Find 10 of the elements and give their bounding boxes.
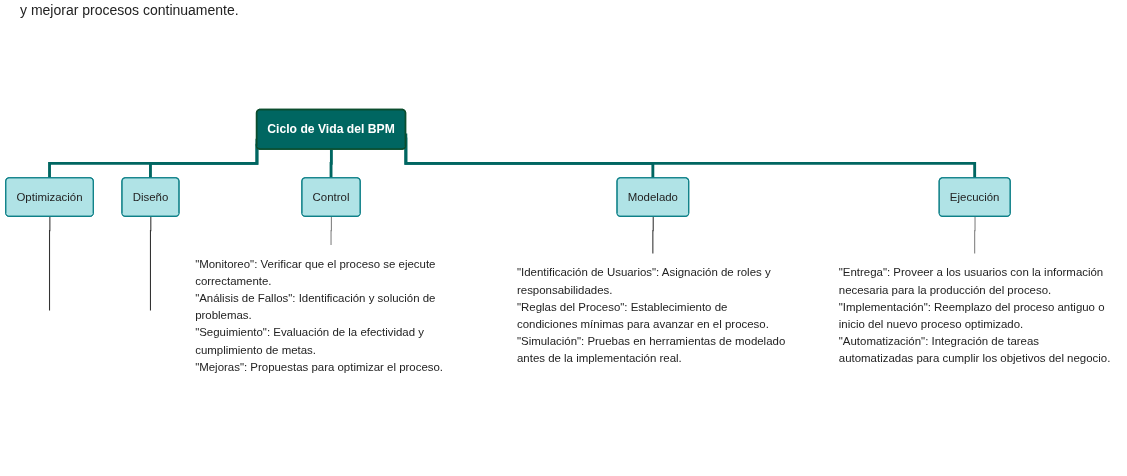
node-text: "Identificación de Usuarios": Asignación de roles y responsabilidades. "Reglas del Proceso": Establecimiento de condiciones mínimas para avanzar en el proceso. "Simulación": Pruebas en herramientas de modelado antes de la implementación real. — [516, 266, 786, 365]
connector — [49, 216, 51, 311]
connector — [149, 216, 152, 311]
node-text: "Monitoreo": Verificar que el proceso se ejecute correctamente. "Análisis de Fallos": Identificación y solución de problemas. "Seguimiento": Evaluación de la efectividad y cumplimiento de metas. "Mejoras": Propuestas para optimizar el proceso. — [195, 257, 444, 373]
note-text: y mejorar procesos continuamente. — [20, 2, 240, 18]
mind-map-diagram: Ciclo de Vida del BPM Optimización Diseño Control Modelado Ejecución "Monitoreo": Verificar que el proceso se ejecute correctamente. "Análisis de Fallos": Identificación y solución de problemas. "Seguimiento": Evaluación de la efectividad y cumplimiento de metas. "Mejoras": Propuestas para optimizar el proceso. "Identificación de Usuarios": Asignación de roles y responsabilidades. "Reglas del Proceso": Establecimiento de condiciones mínimas para avanzar en el proceso. "Simulación": Pruebas en herramientas de modelado antes de la implementación real. "Entrega": Proveer a los usuarios con la información necesaria para la producción del proceso. "Implementación": Reemplazo del proceso antiguo o inicio del nuevo proceso optimizado. "Automatización": Integración de tareas automatizadas para cumplir los objetivos del negocio. — [0, 20, 1127, 476]
connector — [974, 216, 976, 255]
node-text: "Entrega": Proveer a los usuarios con la información necesaria para la producción del proceso. "Implementación": Reemplazo del proceso antiguo o inicio del nuevo proceso optimizado. "Automatización": Integración de tareas automatizadas para cumplir los objetivos del negocio. — [838, 266, 1111, 365]
connector — [330, 216, 332, 246]
connector — [652, 216, 654, 255]
